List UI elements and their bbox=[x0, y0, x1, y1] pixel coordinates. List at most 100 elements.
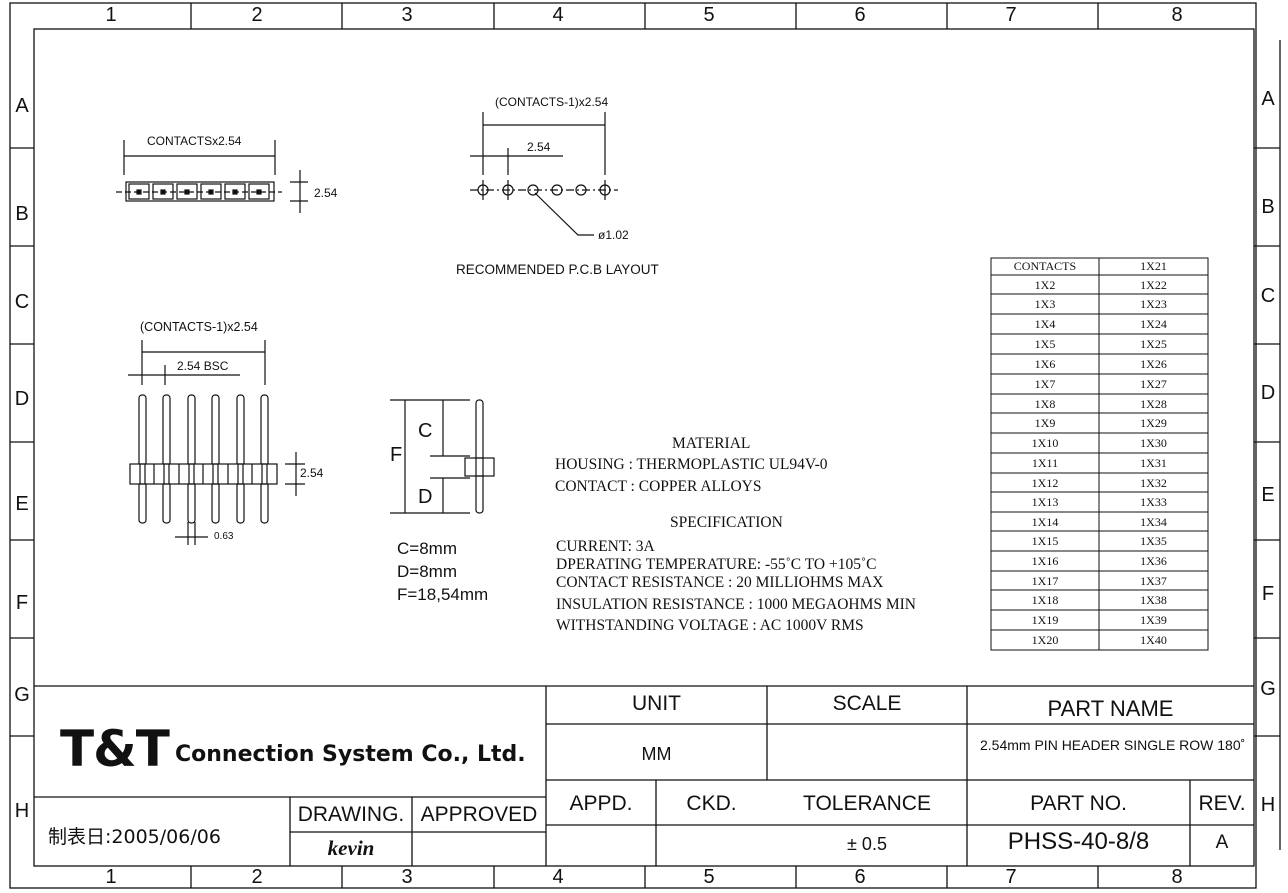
title-block-grid bbox=[34, 685, 1254, 866]
table-cell-right: 1X29 bbox=[1140, 416, 1167, 430]
zone-col-1: 1 bbox=[105, 4, 117, 26]
table-header-1x21: 1X21 bbox=[1140, 259, 1167, 273]
part-no-label: PART NO. bbox=[1030, 792, 1127, 815]
table-cell-left: 1X19 bbox=[1031, 613, 1059, 627]
table-cell-left: 1X15 bbox=[1031, 534, 1059, 548]
drawn-by-signature: kevin bbox=[327, 836, 375, 860]
zone-col-5-bottom: 5 bbox=[703, 866, 715, 888]
zone-row-b-right: B bbox=[1261, 196, 1275, 218]
table-cell-left: 1X5 bbox=[1034, 337, 1056, 351]
zone-row-h: H bbox=[14, 800, 30, 822]
company-logo: T&T bbox=[60, 720, 170, 778]
housing-top-view bbox=[116, 140, 308, 213]
table-header-contacts: CONTACTS bbox=[1013, 259, 1077, 273]
tolerance-label: TOLERANCE bbox=[803, 792, 931, 815]
table-cell-right: 1X36 bbox=[1140, 554, 1167, 568]
dim-pin-width: 0.63 bbox=[214, 531, 234, 542]
dim-pcb-pitch: 2.54 bbox=[527, 140, 551, 154]
zone-row-d: D bbox=[14, 388, 30, 410]
pin-size-d: D=8mm bbox=[397, 562, 457, 581]
zone-row-a: A bbox=[15, 95, 29, 117]
pcb-layout bbox=[470, 112, 618, 236]
contacts-table-grid bbox=[990, 257, 1209, 651]
approved-label: APPROVED bbox=[420, 803, 538, 826]
dim-pcb-span: (CONTACTS-1)x2.54 bbox=[495, 95, 609, 109]
table-cell-right: 1X25 bbox=[1140, 337, 1167, 351]
spec-temperature: DPERATING TEMPERATURE: -55˚C TO +105˚C bbox=[556, 556, 877, 573]
spec-insulation-resistance: INSULATION RESISTANCE : 1000 MEGAOHMS MI… bbox=[556, 596, 917, 613]
zone-row-c: C bbox=[14, 291, 30, 313]
zone-col-6-bottom: 6 bbox=[854, 866, 866, 888]
label-f: F bbox=[390, 444, 403, 466]
appd-label: APPD. bbox=[569, 792, 633, 815]
creation-date: 制表日:2005/06/06 bbox=[48, 826, 221, 848]
zone-row-f: F bbox=[15, 592, 29, 614]
part-name-value: 2.54mm PIN HEADER SINGLE ROW 180˚ bbox=[980, 737, 1246, 753]
zone-col-6: 6 bbox=[854, 4, 866, 26]
dim-side-pitch: 2.54 BSC bbox=[177, 359, 229, 373]
pin-profile bbox=[390, 399, 495, 514]
zone-row-b: B bbox=[15, 203, 29, 225]
table-cell-left: 1X6 bbox=[1034, 357, 1056, 371]
zone-col-3: 3 bbox=[401, 4, 413, 26]
table-cell-left: 1X20 bbox=[1031, 633, 1059, 647]
table-cell-left: 1X9 bbox=[1034, 416, 1056, 430]
table-cell-right: 1X32 bbox=[1140, 476, 1167, 490]
pin-size-c: C=8mm bbox=[397, 539, 457, 558]
table-cell-right: 1X38 bbox=[1140, 593, 1167, 607]
zone-row-d-right: D bbox=[1260, 382, 1276, 404]
zone-row-e-right: E bbox=[1261, 484, 1275, 506]
table-cell-left: 1X3 bbox=[1034, 297, 1056, 311]
table-cell-left: 1X13 bbox=[1031, 495, 1059, 509]
zone-col-4-bottom: 4 bbox=[552, 866, 564, 888]
zone-col-2: 2 bbox=[251, 4, 263, 26]
side-view bbox=[128, 340, 305, 545]
table-cell-left: 1X4 bbox=[1034, 317, 1056, 331]
table-cell-left: 1X7 bbox=[1034, 377, 1056, 391]
zone-col-7: 7 bbox=[1005, 4, 1017, 26]
zone-row-g: G bbox=[14, 684, 30, 706]
dim-side-height: 2.54 bbox=[300, 466, 324, 480]
table-cell-right: 1X30 bbox=[1140, 436, 1167, 450]
zone-col-3-bottom: 3 bbox=[401, 866, 413, 888]
company-name: Connection System Co., Ltd. bbox=[175, 742, 526, 767]
zone-col-1-bottom: 1 bbox=[105, 866, 117, 888]
table-cell-right: 1X40 bbox=[1140, 633, 1167, 647]
table-cell-right: 1X39 bbox=[1140, 613, 1167, 627]
zone-col-7-bottom: 7 bbox=[1005, 866, 1017, 888]
zone-row-h-right: H bbox=[1260, 794, 1276, 816]
rev-value: A bbox=[1215, 832, 1229, 853]
part-no-value: PHSS-40-8/8 bbox=[1007, 828, 1150, 855]
table-cell-left: 1X14 bbox=[1031, 515, 1059, 529]
table-cell-right: 1X37 bbox=[1140, 574, 1167, 588]
material-contact: CONTACT : COPPER ALLOYS bbox=[555, 478, 762, 495]
unit-label: UNIT bbox=[632, 692, 681, 715]
zone-col-5: 5 bbox=[703, 4, 715, 26]
table-cell-right: 1X35 bbox=[1140, 534, 1167, 548]
dim-pcb-hole: ø1.02 bbox=[598, 228, 629, 242]
table-cell-left: 1X16 bbox=[1031, 554, 1059, 568]
spec-current: CURRENT: 3A bbox=[556, 538, 655, 555]
part-name-label: PART NAME bbox=[1047, 696, 1174, 721]
zone-col-2-bottom: 2 bbox=[251, 866, 263, 888]
drawing-label: DRAWING. bbox=[297, 803, 405, 826]
ckd-label: CKD. bbox=[686, 792, 737, 815]
zone-col-4: 4 bbox=[552, 4, 564, 26]
dim-top-height: 2.54 bbox=[314, 186, 338, 200]
label-d: D bbox=[418, 486, 433, 508]
zone-row-g-right: G bbox=[1260, 678, 1276, 700]
table-cell-right: 1X33 bbox=[1140, 495, 1167, 509]
table-cell-left: 1X2 bbox=[1034, 278, 1056, 292]
dim-side-span: (CONTACTS-1)x2.54 bbox=[140, 320, 258, 334]
spec-withstanding-voltage: WITHSTANDING VOLTAGE : AC 1000V RMS bbox=[556, 617, 864, 634]
zone-col-8: 8 bbox=[1171, 4, 1183, 26]
spec-contact-resistance: CONTACT RESISTANCE : 20 MILLIOHMS MAX bbox=[556, 574, 884, 591]
table-cell-right: 1X22 bbox=[1140, 278, 1167, 292]
table-cell-left: 1X8 bbox=[1034, 397, 1056, 411]
zone-row-e: E bbox=[15, 493, 29, 515]
zone-row-c-right: C bbox=[1260, 285, 1276, 307]
table-cell-right: 1X26 bbox=[1140, 357, 1167, 371]
table-cell-left: 1X18 bbox=[1031, 593, 1059, 607]
table-cell-right: 1X23 bbox=[1140, 297, 1167, 311]
